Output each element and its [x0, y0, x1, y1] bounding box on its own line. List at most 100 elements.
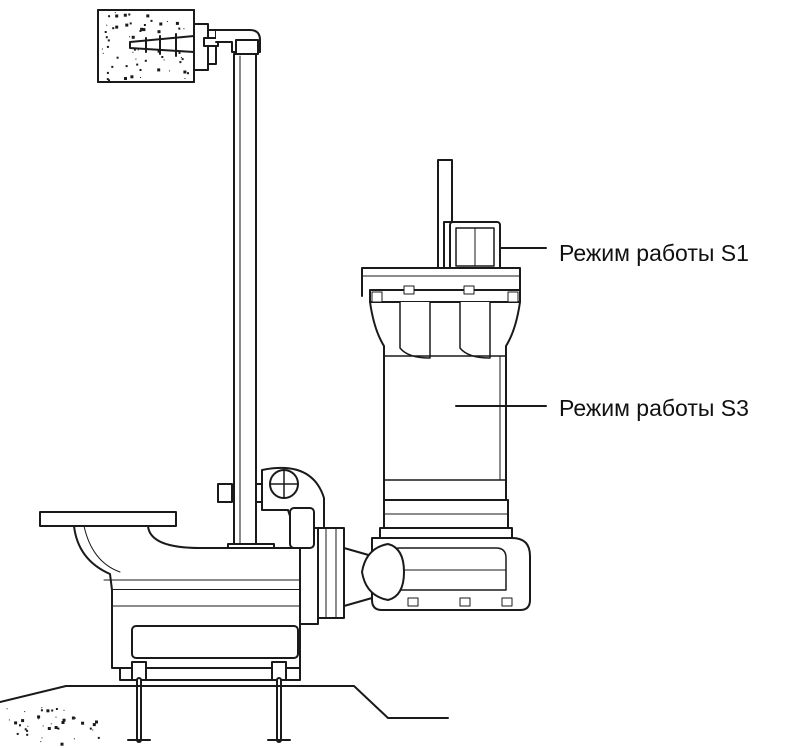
texture-speck — [37, 718, 39, 720]
texture-speck — [128, 13, 131, 16]
texture-speck — [179, 61, 182, 64]
texture-speck — [139, 30, 142, 32]
texture-speck — [112, 27, 115, 30]
texture-speck — [14, 721, 18, 725]
texture-speck — [142, 28, 146, 32]
texture-speck — [157, 30, 161, 34]
texture-speck — [106, 78, 109, 81]
texture-speck — [183, 70, 187, 74]
texture-speck — [131, 35, 135, 39]
texture-speck — [95, 720, 98, 724]
texture-speck — [123, 13, 127, 17]
texture-speck — [116, 56, 119, 59]
texture-speck — [89, 727, 92, 730]
texture-speck — [102, 52, 104, 54]
texture-speck — [55, 716, 57, 718]
texture-speck — [111, 65, 114, 68]
texture-speck — [146, 14, 150, 18]
texture-speck — [24, 711, 26, 713]
floor-texture — [6, 707, 100, 746]
texture-speck — [124, 77, 127, 80]
texture-speck — [136, 63, 139, 66]
texture-speck — [150, 19, 153, 22]
texture-speck — [108, 79, 110, 82]
texture-speck — [55, 708, 58, 710]
texture-speck — [71, 716, 75, 720]
texture-speck — [106, 24, 108, 26]
texture-speck — [62, 718, 66, 722]
texture-speck — [46, 709, 50, 713]
texture-speck — [169, 70, 170, 72]
floor-foundation — [0, 685, 449, 746]
texture-speck — [92, 729, 94, 731]
texture-speck — [181, 58, 184, 61]
operation-mode-s1-label: Режим работы S1 — [559, 240, 749, 266]
texture-speck — [63, 709, 65, 711]
texture-speck — [57, 727, 60, 730]
texture-speck — [144, 59, 147, 62]
texture-speck — [42, 725, 44, 727]
texture-speck — [106, 45, 109, 48]
texture-speck — [24, 728, 27, 731]
texture-speck — [137, 49, 139, 51]
texture-speck — [115, 25, 119, 29]
texture-speck — [27, 725, 29, 727]
guide-claw — [261, 466, 325, 549]
texture-speck — [135, 58, 137, 60]
pump-top — [437, 159, 501, 271]
texture-speck — [81, 721, 85, 725]
texture-speck — [133, 48, 136, 51]
texture-speck — [187, 72, 189, 75]
texture-speck — [61, 721, 65, 724]
pump-volute — [371, 537, 531, 611]
texture-speck — [161, 56, 164, 58]
texture-speck — [108, 15, 111, 18]
texture-speck — [8, 719, 10, 721]
texture-speck — [75, 717, 76, 719]
texture-speck — [16, 732, 19, 735]
texture-speck — [60, 742, 64, 746]
texture-speck — [26, 729, 29, 732]
texture-speck — [132, 51, 134, 53]
operation-mode-s3-label: Режим работы S3 — [559, 395, 749, 421]
texture-speck — [184, 78, 186, 79]
texture-speck — [54, 726, 58, 729]
texture-speck — [41, 707, 43, 709]
texture-speck — [166, 21, 168, 22]
texture-speck — [101, 48, 103, 50]
texture-speck — [178, 51, 181, 54]
texture-speck — [180, 57, 182, 58]
texture-speck — [107, 39, 110, 42]
texture-speck — [125, 23, 129, 27]
texture-speck — [37, 715, 41, 719]
motor-housing — [361, 267, 521, 501]
texture-speck — [163, 59, 165, 61]
texture-speck — [139, 69, 142, 71]
texture-speck — [126, 65, 128, 67]
texture-speck — [41, 737, 43, 739]
texture-speck — [97, 736, 100, 739]
texture-speck — [105, 36, 108, 39]
texture-speck — [19, 724, 21, 727]
texture-speck — [50, 723, 52, 725]
texture-speck — [106, 71, 109, 74]
texture-speck — [140, 77, 141, 78]
texture-speck — [130, 75, 134, 79]
texture-speck — [47, 727, 51, 730]
texture-speck — [159, 22, 163, 26]
anchor-bolts — [127, 661, 291, 743]
texture-speck — [21, 719, 25, 723]
texture-speck — [51, 709, 54, 712]
texture-speck — [178, 27, 181, 30]
texture-speck — [92, 723, 96, 727]
discharge-coupling — [361, 543, 405, 601]
texture-speck — [157, 68, 161, 72]
texture-speck — [40, 709, 43, 712]
wall-bracket — [129, 23, 261, 71]
texture-speck — [143, 24, 146, 26]
texture-speck — [73, 738, 75, 740]
texture-speck — [114, 12, 116, 14]
texture-speck — [115, 14, 119, 18]
discharge-elbow — [39, 511, 301, 591]
texture-speck — [129, 36, 131, 38]
